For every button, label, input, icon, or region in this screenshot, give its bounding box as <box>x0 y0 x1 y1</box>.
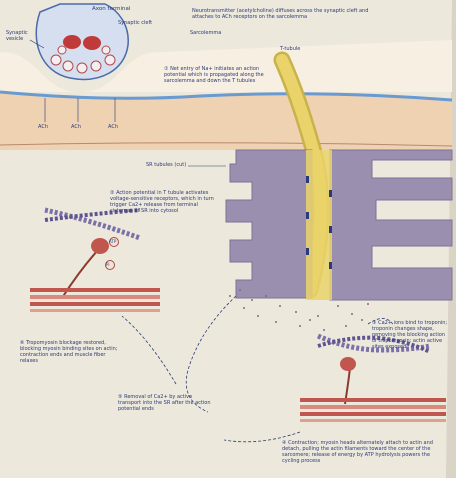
label-synaptic-cleft: Synaptic cleft <box>118 20 178 26</box>
label-step5: ⑤ Removal of Ca2+ by active transport in… <box>118 394 214 412</box>
label-axon-terminal: Axon terminal <box>92 6 152 12</box>
vesicle <box>51 55 61 65</box>
label-atp: ATP <box>109 239 121 245</box>
label-pi: Pi <box>106 262 116 268</box>
label-t-tubule: T-tubule <box>280 46 320 52</box>
label-synaptic-vesicle: Synaptic vesicle <box>6 30 40 42</box>
vesicle <box>58 46 66 54</box>
t-tubule-core <box>306 150 332 300</box>
vesicle <box>105 55 115 65</box>
label-ach-2: ACh <box>71 124 91 130</box>
label-step4: ④ Contraction; myosin heads alternately … <box>282 440 446 464</box>
mitochondrion <box>63 35 81 49</box>
vesicle <box>91 61 101 71</box>
muscle-cytoplasm <box>0 92 452 150</box>
myosin-head <box>91 238 109 254</box>
label-step3: ③ Ca2+ ions bind to troponin; troponin c… <box>372 320 448 350</box>
label-step1: ① Net entry of Na+ initiates an action p… <box>164 66 280 84</box>
label-step6: ⑥ Tropomyosin blockage restored, blockin… <box>20 340 124 364</box>
vesicle <box>77 63 87 73</box>
label-sr-tubules: SR tubules (cut) <box>146 162 190 168</box>
vesicle <box>102 46 110 54</box>
vesicle <box>63 61 73 71</box>
label-neurotransmitter: Neurotransmitter (acetylcholine) diffuse… <box>192 8 374 20</box>
label-step2: ② Action potential in T tubule activates… <box>110 190 218 214</box>
label-ach-3: ACh <box>108 124 128 130</box>
label-sarcolemma: Sarcolemma <box>190 30 250 36</box>
mitochondrion <box>83 36 101 50</box>
label-ach-1: ACh <box>38 124 58 130</box>
myosin-head <box>340 357 356 371</box>
